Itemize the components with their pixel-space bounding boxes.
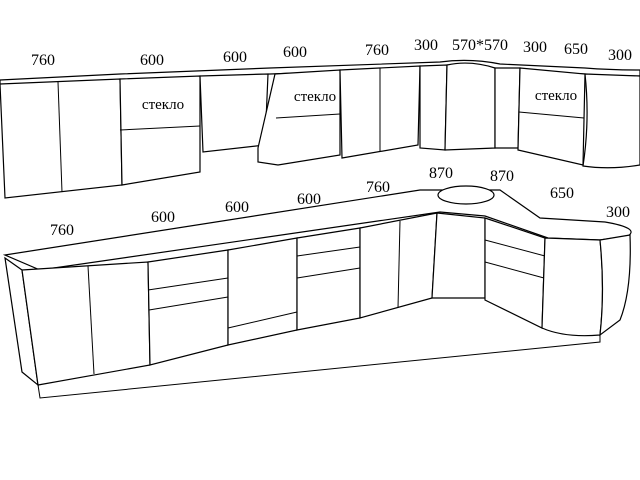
dim-label: 760: [365, 42, 389, 59]
dim-label: 600: [140, 52, 164, 69]
dim-label: 600: [151, 209, 175, 226]
dim-label: 650: [550, 185, 574, 202]
lower-corner-cabinet: [431, 212, 486, 299]
dim-label: 650: [564, 41, 588, 58]
glass-label: стекло: [535, 88, 577, 104]
upper-cabinet-600: [199, 73, 269, 153]
plinth: [37, 335, 601, 399]
lower-dimension-labels: 760 600 600 600 760 870 870 650 300: [50, 165, 630, 239]
dim-label: 760: [31, 52, 55, 69]
glass-label: стекло: [294, 89, 336, 105]
dim-label: 600: [223, 49, 247, 66]
dim-label: 600: [225, 199, 249, 216]
lower-cabinets: [4, 212, 631, 399]
dim-label: 600: [297, 191, 321, 208]
dim-label: 760: [366, 179, 390, 196]
upper-cabinet-300: [419, 64, 448, 151]
upper-cabinet-300-curved: [582, 73, 640, 169]
glass-label: стекло: [142, 97, 184, 113]
lower-drawers-870: [484, 217, 546, 329]
upper-dimension-labels: 760 600 600 600 760 300 570*570 300 650 …: [31, 37, 632, 113]
dim-label: 300: [414, 37, 438, 54]
countertop: [2, 189, 632, 271]
dim-label: 570*570: [452, 37, 508, 54]
lower-cabinet-650-curved: [541, 237, 604, 337]
dishwasher-600: [227, 237, 298, 346]
dim-label: 760: [50, 222, 74, 239]
dim-label: 600: [283, 44, 307, 61]
upper-cabinet-600-glass: [119, 75, 201, 186]
dim-label: 300: [523, 39, 547, 56]
dim-label: 870: [490, 168, 514, 185]
upper-cabinets: [0, 62, 640, 199]
upper-cabinet-650-glass: [517, 67, 586, 166]
lower-drawers-600: [147, 249, 229, 366]
sink: [437, 185, 495, 205]
upper-corner-cabinet: [444, 62, 496, 151]
upper-cabinet-600-glass-2: [257, 69, 341, 166]
lower-drawers-600-2: [296, 227, 361, 331]
dim-label: 300: [608, 47, 632, 64]
lower-cabinet-300-curved: [599, 234, 631, 337]
dim-label: 300: [606, 204, 630, 221]
lower-cabinet-760: [21, 261, 151, 386]
upper-cabinet-760: [0, 78, 123, 199]
dim-label: 870: [429, 165, 453, 182]
upper-cabinet-300-2: [494, 67, 521, 149]
